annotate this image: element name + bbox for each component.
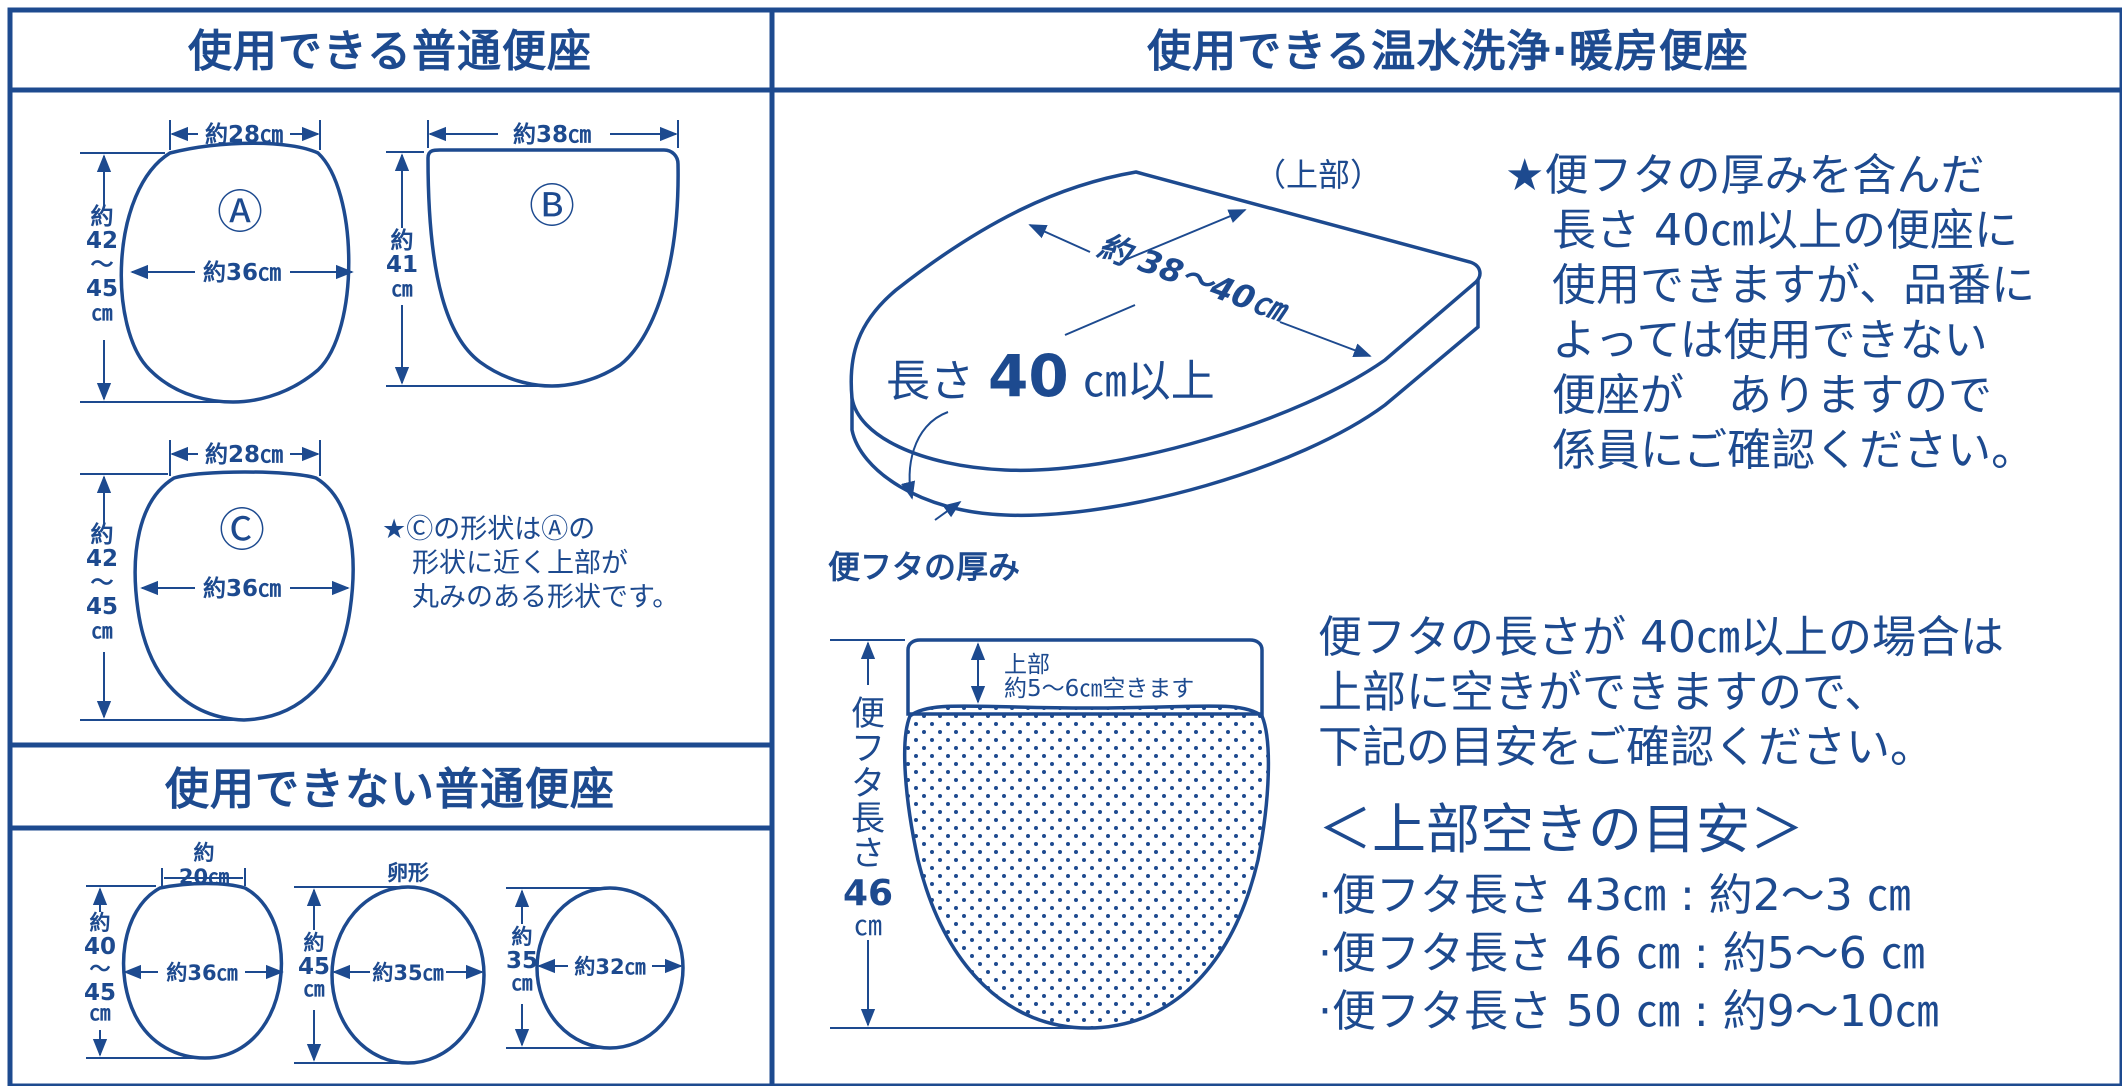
header-unusable-regular: 使用できない普通便座 bbox=[165, 764, 615, 815]
lid-length-char-3: タ bbox=[851, 764, 885, 804]
washlet-note: ★便フタの厚みを含んだ 長さ 40㎝以上の便座に 使用できますが、品番に よって… bbox=[1505, 150, 2035, 476]
lid-length-char-2: フ bbox=[851, 729, 885, 769]
seat-c-len-1: 約 bbox=[91, 521, 114, 548]
washlet-length-label: 長さ 40 ㎝以上 bbox=[886, 342, 1215, 410]
seat-c-mark: Ⓒ bbox=[219, 503, 265, 557]
unusable-seat-1-top-1: 約 bbox=[194, 841, 215, 865]
seat-a-len-3: ～ bbox=[91, 252, 114, 278]
unusable-seat-3-len-2: 35 bbox=[506, 948, 538, 974]
lid-length-char-5: さ bbox=[851, 834, 885, 874]
seat-a-len-1: 約 bbox=[91, 203, 114, 230]
lid-length-num: 46 bbox=[843, 873, 893, 914]
unusable-seat-1-len-3: ～ bbox=[90, 957, 111, 981]
seat-a-width-top: 約28㎝ bbox=[205, 121, 283, 148]
seat-c-len-5: ㎝ bbox=[92, 619, 113, 643]
unusable-seat-1-len-5: ㎝ bbox=[90, 1001, 111, 1025]
unusable-seat-1-len-2: 40 bbox=[84, 934, 116, 960]
lid-cover-outline bbox=[906, 638, 1264, 716]
seat-a-len-2: 42 bbox=[86, 228, 118, 254]
seat-c-len-2: 42 bbox=[86, 546, 118, 572]
guide-item-3: ·便フタ長さ 50 ㎝ : 約9～10㎝ bbox=[1318, 986, 1939, 1037]
seat-c-note-1: ★Ⓒの形状はⒶの bbox=[382, 514, 595, 545]
header-usable-washlet: 使用できる温水洗浄·暖房便座 bbox=[1147, 26, 1749, 77]
seat-b-len-2: 41 bbox=[386, 252, 418, 278]
lid-info-line-3: 下記の目安をご確認ください。 bbox=[1318, 722, 1934, 773]
unusable-seat-2-len-2: 45 bbox=[298, 954, 330, 980]
seat-a-outline bbox=[119, 141, 351, 404]
guide-item-1: ·便フタ長さ 43㎝ : 約2～3 ㎝ bbox=[1318, 870, 1911, 921]
unusable-seat-2-len-1: 約 bbox=[304, 931, 325, 955]
seat-c-len-3: ～ bbox=[91, 570, 114, 596]
unusable-seat-3: 約32㎝ 約 35 ㎝ bbox=[506, 886, 685, 1050]
washlet-note-line-4: よっては使用できない bbox=[1552, 315, 1988, 366]
seat-c: 約28㎝ Ⓒ 約36㎝ 約 42 ～ 45 ㎝ ★Ⓒの形状はⒶの 形状に近く上部… bbox=[80, 440, 679, 722]
unusable-seat-1-width: 約36㎝ bbox=[166, 961, 237, 985]
unusable-seat-2-len-3: ㎝ bbox=[304, 977, 325, 1001]
seat-a-len-5: ㎝ bbox=[92, 301, 113, 325]
seat-a: 約28㎝ Ⓐ 約36㎝ 約 42 ～ 45 ㎝ bbox=[80, 120, 354, 404]
lid-info: 便フタの長さが 40㎝以上の場合は 上部に空きができますので、 下記の目安をご確… bbox=[1318, 612, 2004, 1037]
seat-c-width-mid: 約36㎝ bbox=[203, 575, 281, 602]
unusable-seat-1-len-4: 45 bbox=[84, 980, 116, 1006]
unusable-seat-1-top-2: 20㎝ bbox=[179, 865, 229, 889]
washlet-seat: 約 38～40㎝ （上部） 長さ 40 ㎝以上 便フタの厚み bbox=[828, 156, 1482, 586]
washlet-note-line-5: 便座が ありますので bbox=[1552, 370, 1992, 421]
seat-a-len-4: 45 bbox=[86, 276, 118, 302]
washlet-top-label: （上部） bbox=[1254, 156, 1382, 194]
unusable-seat-2-outline bbox=[330, 885, 486, 1065]
seat-a-mark: Ⓐ bbox=[217, 185, 263, 239]
lid-cover-seat-area bbox=[902, 704, 1271, 1030]
seat-c-len-4: 45 bbox=[86, 594, 118, 620]
unusable-seat-3-len-3: ㎝ bbox=[512, 971, 533, 995]
lid-info-line-1: 便フタの長さが 40㎝以上の場合は bbox=[1318, 612, 2004, 663]
seat-c-width-top: 約28㎝ bbox=[205, 441, 283, 468]
seat-b: 約38㎝ Ⓑ 約 41 ㎝ bbox=[386, 120, 680, 388]
seat-c-note-2: 形状に近く上部が bbox=[412, 548, 628, 579]
unusable-seat-3-len-1: 約 bbox=[512, 925, 533, 949]
unusable-seat-1-outline bbox=[121, 881, 284, 1060]
guide-item-2: ·便フタ長さ 46 ㎝ : 約5～6 ㎝ bbox=[1318, 928, 1925, 979]
lid-cover: 上部 約5～6㎝空きます 便 フ タ 長 さ 46 ㎝ bbox=[830, 638, 1271, 1030]
washlet-note-line-2: 長さ 40㎝以上の便座に bbox=[1552, 205, 2018, 256]
lid-info-line-2: 上部に空きができますので、 bbox=[1318, 667, 1888, 718]
washlet-note-line-1: ★便フタの厚みを含んだ bbox=[1505, 150, 1984, 201]
washlet-thickness-label: 便フタの厚み bbox=[828, 548, 1020, 586]
lid-gap-label-1: 上部 bbox=[1004, 652, 1050, 678]
guide-title: ＜上部空きの目安＞ bbox=[1318, 798, 1804, 861]
unusable-seat-1: 約 20㎝ 約36㎝ 約 40 ～ 45 ㎝ bbox=[84, 841, 284, 1060]
seat-c-note-3: 丸みのある形状です。 bbox=[412, 582, 679, 613]
lid-length-unit: ㎝ bbox=[854, 909, 882, 942]
header-usable-regular: 使用できる普通便座 bbox=[188, 26, 592, 77]
lid-length-char-1: 便 bbox=[851, 694, 885, 734]
seat-b-mark: Ⓑ bbox=[529, 179, 575, 233]
lid-length-char-4: 長 bbox=[851, 799, 885, 839]
seat-a-width-mid: 約36㎝ bbox=[203, 259, 281, 286]
unusable-seat-1-len-1: 約 bbox=[90, 911, 111, 935]
seat-b-len-3: ㎝ bbox=[392, 277, 413, 301]
seat-b-len-1: 約 bbox=[391, 227, 414, 254]
seat-b-width-top: 約38㎝ bbox=[513, 121, 591, 148]
washlet-seat-top bbox=[849, 170, 1482, 473]
washlet-note-line-6: 係員にご確認ください。 bbox=[1552, 425, 2035, 476]
unusable-seat-2-width: 約35㎝ bbox=[372, 961, 443, 985]
lid-gap-label-2: 約5～6㎝空きます bbox=[1004, 676, 1194, 702]
unusable-seat-2-label: 卵形 bbox=[387, 861, 429, 885]
seat-b-outline bbox=[426, 148, 680, 388]
unusable-seat-3-width: 約32㎝ bbox=[574, 955, 645, 979]
frame bbox=[7, 7, 2122, 1086]
seat-c-outline bbox=[133, 470, 355, 722]
washlet-note-line-3: 使用できますが、品番に bbox=[1552, 260, 2035, 311]
unusable-seat-3-outline bbox=[535, 886, 685, 1050]
unusable-seat-2: 卵形 約35㎝ 約 45 ㎝ bbox=[294, 861, 486, 1065]
